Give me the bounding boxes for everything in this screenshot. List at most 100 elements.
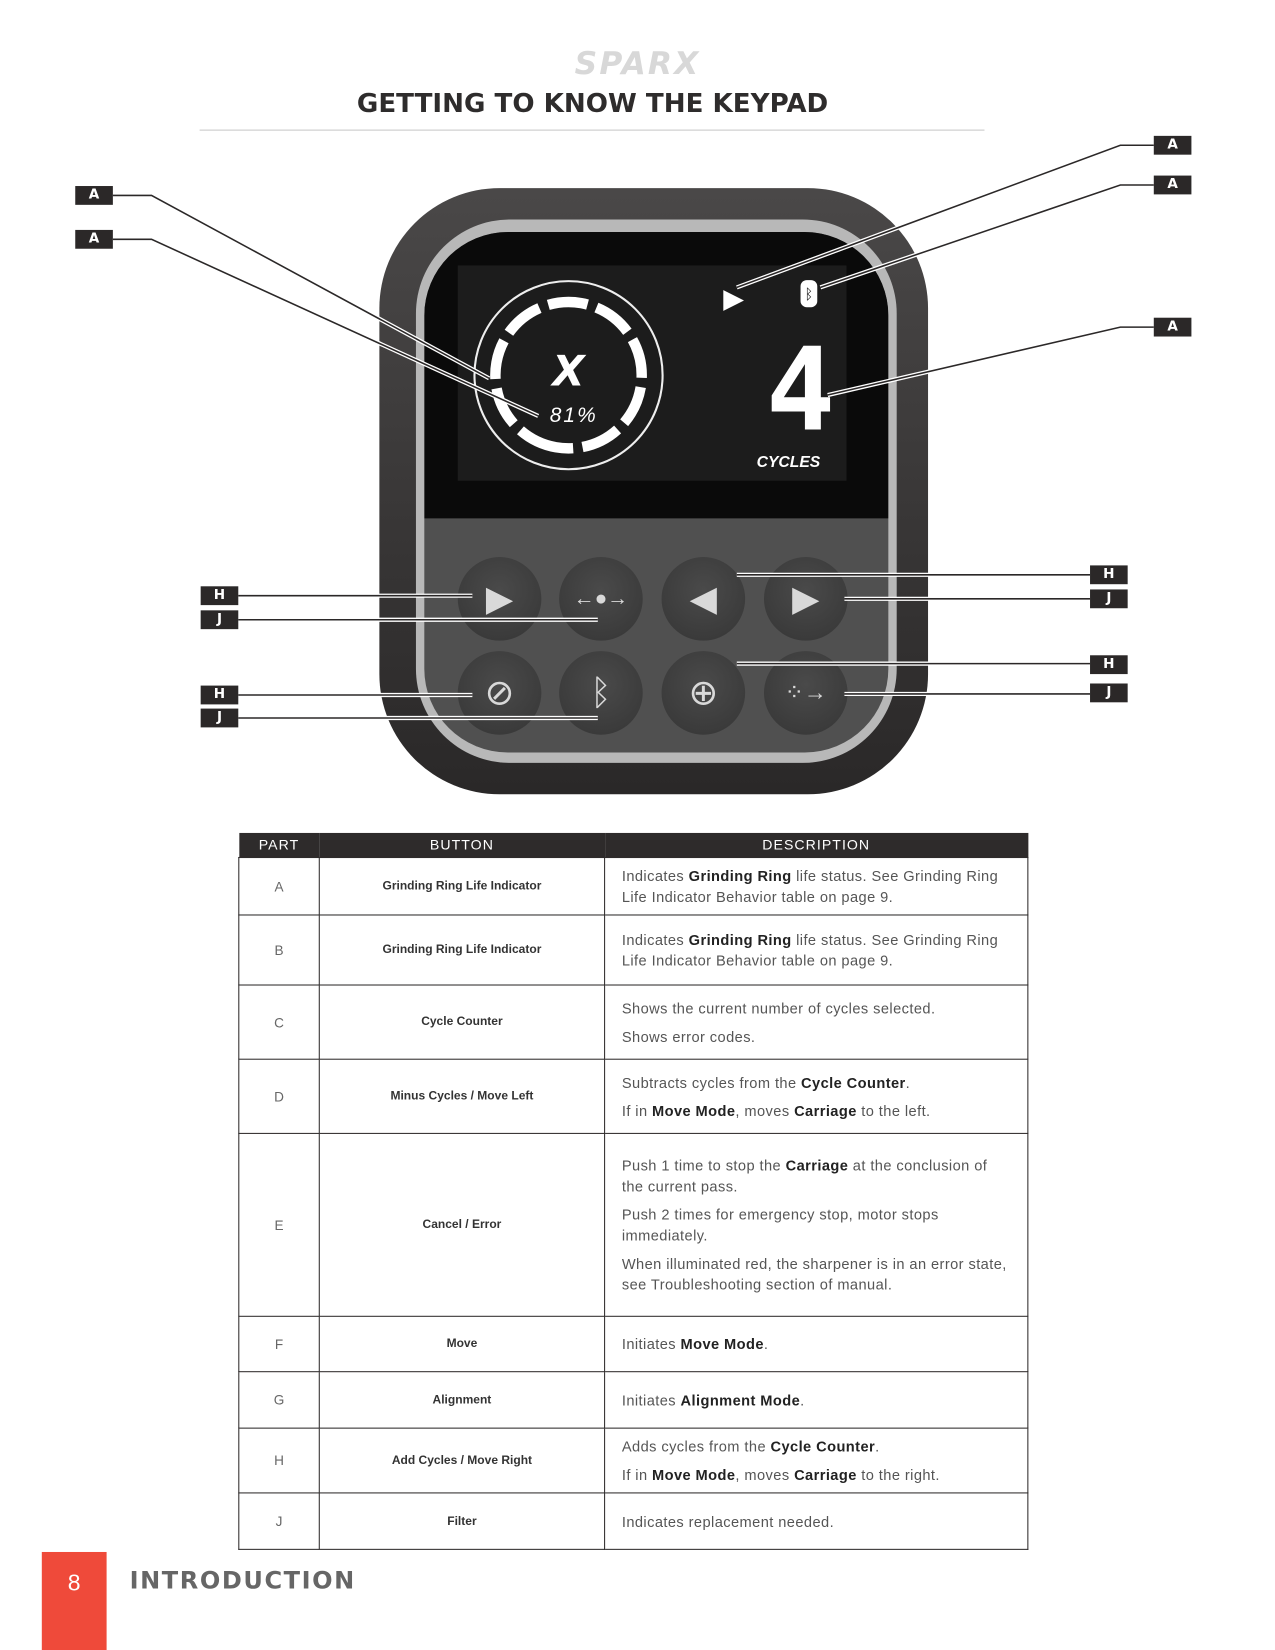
callout-a: A [75, 229, 113, 249]
description-term: Move Mode [651, 1466, 736, 1483]
description-paragraph: Adds cycles from the Cycle Counter. [622, 1436, 1011, 1457]
description-text: Subtracts cycles from the [621, 1073, 802, 1091]
section-title: INTRODUCTION [129, 1567, 356, 1595]
callout-h: H [1090, 655, 1128, 675]
filter-button[interactable]: ⁘→ [763, 651, 848, 735]
start-button[interactable]: ▶ [457, 557, 542, 641]
description-text: , moves [735, 1466, 795, 1483]
button-cell: Minus Cycles / Move Left [318, 1058, 606, 1134]
description-term: Grinding Ring [688, 931, 792, 948]
description-paragraph: Indicates replacement needed. [622, 1511, 1011, 1532]
description-text: , moves [735, 1102, 795, 1119]
button-cell: Move [318, 1315, 606, 1373]
ring-percent: 81% [549, 404, 598, 428]
description-paragraph: Initiates Alignment Mode. [622, 1389, 1011, 1410]
table-header-row: PART BUTTON DESCRIPTION [238, 832, 1028, 858]
description-term: Carriage [794, 1102, 857, 1119]
description-term: Carriage [794, 1466, 857, 1483]
sparx-logo: SPARX [574, 45, 701, 83]
description-text: Shows the current number of cycles selec… [621, 999, 936, 1017]
part-cell: F [238, 1315, 320, 1373]
description-cell: Indicates Grinding Ring life status. See… [604, 856, 1029, 916]
callout-a: A [1153, 175, 1192, 195]
minus-arrow-icon: ◀ [689, 578, 718, 619]
description-text: Push 2 times for emergency stop, motor s… [621, 1206, 939, 1244]
description-text: . [905, 1073, 911, 1091]
title-divider [199, 129, 985, 131]
description-cell: Initiates Move Mode. [604, 1315, 1029, 1373]
move-icon: ←●→ [573, 586, 629, 610]
filter-icon: ⁘→ [784, 679, 827, 706]
alignment-button[interactable]: ⊕ [661, 651, 746, 735]
part-cell: D [238, 1058, 320, 1134]
description-term: Move Mode [680, 1335, 764, 1353]
header-button: BUTTON [319, 832, 605, 858]
description-text: Indicates [621, 867, 689, 885]
bluetooth-indicator-icon: ᛒ [800, 280, 818, 308]
lcd-display: X 81% 4 CYCLES ▶ ᛒ [457, 265, 847, 481]
description-paragraph: Shows the current number of cycles selec… [622, 998, 1011, 1019]
callout-h: H [200, 685, 239, 705]
description-paragraph: Push 2 times for emergency stop, motor s… [622, 1204, 1011, 1246]
page-title: GETTING TO KNOW THE KEYPAD [356, 87, 829, 119]
cycles-label: CYCLES [756, 453, 821, 472]
description-term: Move Mode [651, 1102, 736, 1119]
cancel-icon: ⊘ [484, 673, 515, 713]
callout-a: A [1153, 135, 1192, 155]
description-cell: Indicates replacement needed. [604, 1492, 1029, 1550]
part-cell: G [238, 1371, 320, 1429]
callout-j: J [200, 708, 239, 728]
description-paragraph: Initiates Move Mode. [622, 1334, 1011, 1355]
description-text: Initiates [621, 1335, 681, 1353]
description-text: to the right. [856, 1466, 940, 1483]
part-cell: C [238, 984, 320, 1060]
play-icon: ▶ [485, 578, 514, 619]
description-term: Cycle Counter [770, 1438, 876, 1455]
description-text: Adds cycles from the [621, 1438, 771, 1455]
callout-a: A [1153, 317, 1192, 337]
callout-h: H [1090, 565, 1128, 585]
description-text: When illuminated red, the sharpener is i… [621, 1255, 1007, 1293]
description-term: Grinding Ring [688, 867, 792, 885]
part-cell: B [238, 914, 320, 986]
bluetooth-button[interactable]: ᛒ [559, 651, 643, 735]
crosshair-icon: ⊕ [688, 673, 719, 713]
description-text: Initiates [621, 1391, 681, 1409]
description-paragraph: Indicates Grinding Ring life status. See… [622, 865, 1011, 907]
description-term: Carriage [785, 1156, 849, 1174]
svg-text:X: X [549, 347, 586, 396]
description-cell: Initiates Alignment Mode. [604, 1371, 1029, 1429]
button-cell: Add Cycles / Move Right [318, 1427, 606, 1494]
callout-j: J [1090, 683, 1128, 703]
bluetooth-icon: ᛒ [590, 672, 612, 713]
move-button[interactable]: ←●→ [559, 557, 643, 641]
cycle-counter: 4 [766, 322, 836, 457]
description-text: Push 1 time to stop the [621, 1156, 786, 1174]
grinding-ring-gauge: X [473, 280, 664, 471]
plus-button[interactable]: ▶ [763, 557, 848, 641]
description-cell: Push 1 time to stop the Carriage at the … [604, 1132, 1029, 1317]
description-cell: Subtracts cycles from the Cycle Counter.… [604, 1058, 1029, 1134]
page-number: 8 [41, 1551, 107, 1650]
description-text: to the left. [856, 1102, 931, 1119]
description-paragraph: If in Move Mode, moves Carriage to the r… [622, 1464, 1011, 1485]
description-paragraph: When illuminated red, the sharpener is i… [622, 1253, 1011, 1295]
description-text: . [800, 1391, 805, 1409]
description-cell: Adds cycles from the Cycle Counter. If in… [604, 1427, 1029, 1494]
part-cell: H [238, 1427, 320, 1494]
cancel-button[interactable]: ⊘ [457, 651, 542, 735]
minus-button[interactable]: ◀ [661, 557, 746, 641]
description-text: at the conclusion of the current pass. [621, 1156, 988, 1195]
play-indicator-icon: ▶ [723, 282, 745, 314]
button-cell: Filter [318, 1492, 606, 1550]
description-text: Indicates replacement needed. [621, 1512, 835, 1530]
description-text: If in [621, 1102, 652, 1119]
callout-h: H [200, 586, 239, 606]
description-paragraph: Indicates Grinding Ring life status. See… [622, 929, 1011, 971]
